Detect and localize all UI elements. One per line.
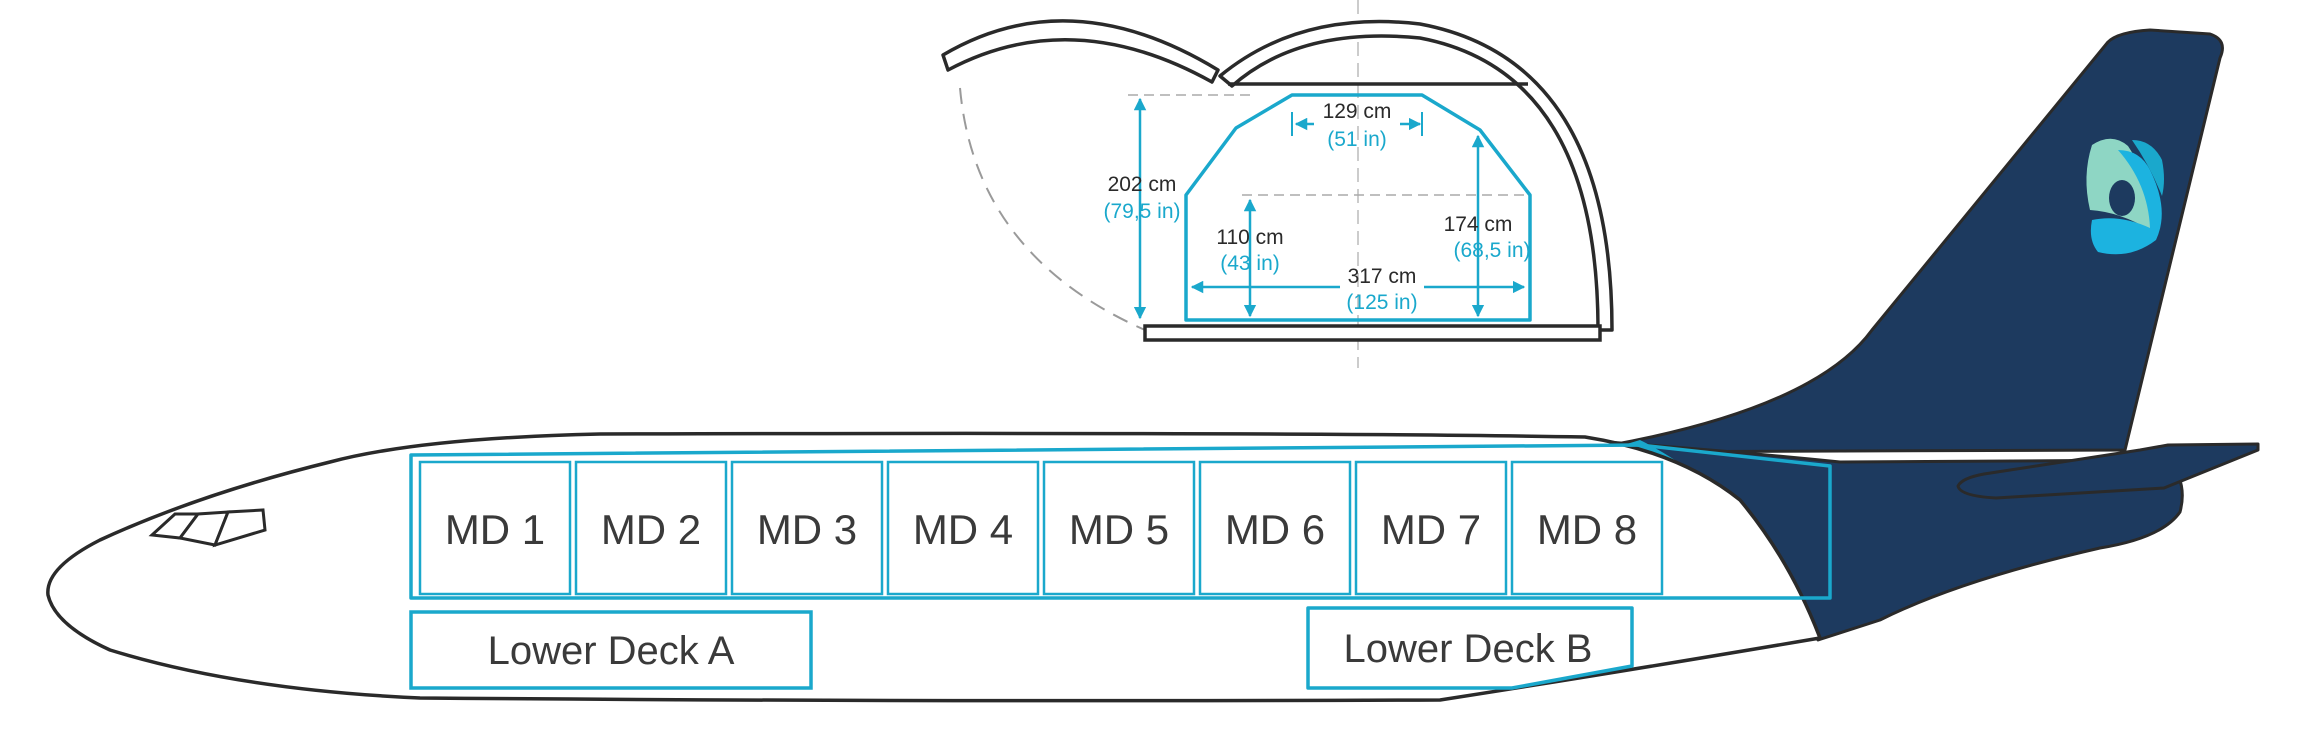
md-position-box bbox=[1510, 460, 1664, 596]
lower-deck-b-box bbox=[1306, 606, 1634, 690]
md-position-label: MD 3 bbox=[757, 506, 857, 553]
cross-section: 129 cm (51 in) 202 cm (79,5 in) 110 cm (… bbox=[941, 0, 1614, 368]
side-height-in: (43 in) bbox=[1220, 252, 1280, 275]
base-width-in: (125 in) bbox=[1346, 291, 1417, 314]
md-position-label: MD 6 bbox=[1225, 506, 1325, 553]
md-position-label: MD 7 bbox=[1381, 506, 1481, 553]
aircraft-side-view: MD 1 MD 2 MD 3 MD 4 MD 5 MD 6 bbox=[46, 28, 2260, 703]
airline-logo-icon bbox=[2086, 138, 2164, 255]
container-contour bbox=[1184, 93, 1532, 322]
top-width-cm: 129 cm bbox=[1323, 100, 1392, 123]
horizontal-stabilizer bbox=[1956, 442, 2260, 500]
md-position-box bbox=[574, 460, 728, 596]
total-height-in: (79,5 in) bbox=[1103, 200, 1180, 223]
md-position-label: MD 2 bbox=[601, 506, 701, 553]
main-deck-outline bbox=[409, 443, 1832, 600]
main-deck-positions: MD 1 MD 2 MD 3 MD 4 MD 5 MD 6 bbox=[418, 460, 1664, 596]
md-position-8[interactable]: MD 8 bbox=[1510, 460, 1664, 596]
lower-deck-a[interactable]: Lower Deck A bbox=[409, 610, 813, 690]
md-position-5[interactable]: MD 5 bbox=[1042, 460, 1196, 596]
md-position-1[interactable]: MD 1 bbox=[418, 460, 572, 596]
lower-deck-a-box bbox=[409, 610, 813, 690]
md-position-label: MD 1 bbox=[445, 506, 545, 553]
md-position-box bbox=[886, 460, 1040, 596]
inner-height-cm: 174 cm bbox=[1444, 213, 1513, 236]
cockpit-window-3 bbox=[212, 508, 267, 548]
cargo-floor bbox=[1143, 324, 1602, 342]
md-position-box bbox=[1198, 460, 1352, 596]
md-position-box bbox=[418, 460, 572, 596]
md-position-box bbox=[730, 460, 884, 596]
base-width-cm: 317 cm bbox=[1348, 265, 1417, 288]
md-position-box bbox=[1042, 460, 1196, 596]
md-position-6[interactable]: MD 6 bbox=[1198, 460, 1352, 596]
md-position-4[interactable]: MD 4 bbox=[886, 460, 1040, 596]
md-position-3[interactable]: MD 3 bbox=[730, 460, 884, 596]
vertical-tail bbox=[1568, 28, 2224, 454]
md-position-2[interactable]: MD 2 bbox=[574, 460, 728, 596]
door-swing-arc bbox=[959, 87, 1146, 331]
lower-deck-b[interactable]: Lower Deck B bbox=[1306, 606, 1634, 690]
lower-deck-a-label: Lower Deck A bbox=[488, 629, 735, 673]
total-height-cm: 202 cm bbox=[1108, 173, 1177, 196]
inner-height-in: (68,5 in) bbox=[1453, 239, 1530, 262]
md-position-box bbox=[1354, 460, 1508, 596]
open-door bbox=[941, 19, 1220, 84]
side-height-cm: 110 cm bbox=[1216, 226, 1283, 249]
md-position-label: MD 5 bbox=[1069, 506, 1169, 553]
md-position-7[interactable]: MD 7 bbox=[1354, 460, 1508, 596]
lower-deck-b-label: Lower Deck B bbox=[1344, 627, 1593, 671]
md-position-label: MD 8 bbox=[1537, 506, 1637, 553]
top-width-in: (51 in) bbox=[1327, 128, 1387, 151]
md-position-label: MD 4 bbox=[913, 506, 1013, 553]
